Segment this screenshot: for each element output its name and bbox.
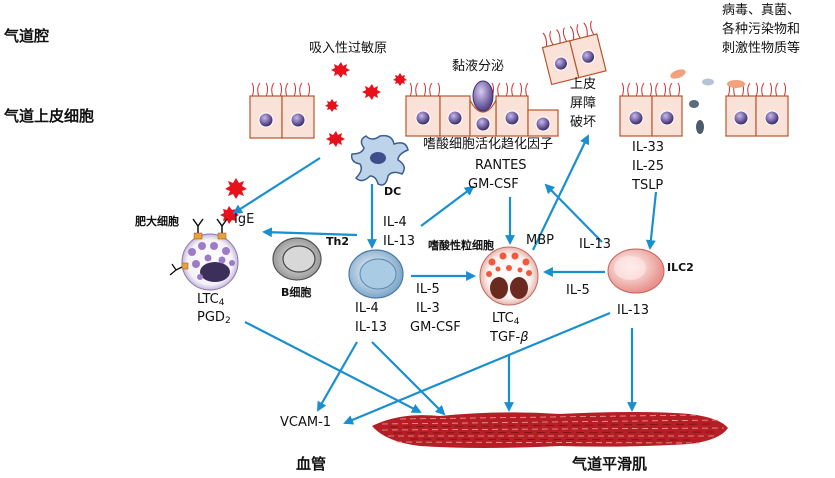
airway-lumen-label: 气道腔: [4, 27, 50, 45]
mast-cell: [169, 218, 239, 291]
tgf-beta-label: TGF-β: [490, 330, 529, 345]
arrow-il4-to-chemokines: [420, 185, 475, 227]
ilc2-cell: [607, 248, 665, 294]
th2-gm-csf: GM-CSF: [410, 320, 461, 335]
arrow-th2-to-muscle: [371, 341, 446, 416]
pollutant-particles: [670, 69, 745, 134]
triggers-line1: 病毒、真菌、: [722, 3, 801, 18]
th2-il13-above: IL-13: [383, 234, 416, 249]
epithelium-left: [249, 82, 315, 139]
ilc2-il13-up: IL-13: [579, 237, 612, 252]
il25-label: IL-25: [632, 159, 665, 174]
ilc2-il13-down: IL-13: [617, 303, 650, 318]
th2-il5: IL-5: [416, 282, 440, 297]
arrows: [232, 134, 658, 425]
eosinophil: [479, 246, 539, 306]
vcam1-label: VCAM-1: [280, 415, 332, 430]
arrow-th2-to-bcell: [262, 227, 358, 238]
ige-label: IgE: [234, 212, 255, 227]
barrier-label-line2: 屏障: [570, 96, 597, 111]
triggers-line3: 刺激性物质等: [722, 41, 801, 56]
th2-cell: [348, 249, 404, 299]
pgd2-label: PGD2: [197, 310, 231, 326]
ltc4-mast-label: LTC4: [197, 292, 225, 308]
vessel-label: 血管: [296, 455, 327, 473]
arrow-allergen-to-mast: [232, 157, 321, 215]
inhaled-allergen-label: 吸入性过敏原: [309, 41, 388, 56]
il33-label: IL-33: [632, 140, 665, 155]
epithelium-right: [619, 82, 683, 137]
barrier-label-line1: 上皮: [570, 77, 597, 92]
epithelium-far-right: [725, 82, 789, 137]
mucus-secretion-label: 黏液分泌: [452, 59, 505, 74]
smooth-muscle-label: 气道平滑肌: [572, 455, 648, 473]
ilc2-il5: IL-5: [566, 283, 590, 298]
airway-epithelium-label: 气道上皮细胞: [4, 107, 95, 125]
mbp-label: MBP: [526, 233, 554, 248]
barrier-label-line3: 破坏: [570, 115, 597, 130]
smooth-muscle: [372, 412, 728, 448]
ltc4-eos-label: LTC4: [492, 311, 520, 327]
gm-csf-label-top: GM-CSF: [468, 177, 519, 192]
th2-il4-above: IL-4: [383, 215, 407, 230]
tslp-label: TSLP: [632, 178, 664, 193]
arrow-th2-to-vcam: [317, 341, 358, 412]
arrow-mbp-to-barrier: [532, 134, 590, 251]
mast-cell-label: 肥大细胞: [135, 215, 179, 228]
ilc2-label: ILC2: [667, 261, 694, 274]
rantes-label: RANTES: [475, 158, 527, 173]
epithelium-middle: [405, 80, 559, 137]
b-cell-label: B细胞: [281, 286, 312, 299]
eosinophil-label: 嗜酸性粒细胞: [428, 239, 494, 252]
detached-epithelium: [541, 20, 607, 86]
arrow-ilc2-to-vcam: [343, 311, 611, 425]
b-cell: [272, 237, 322, 281]
arrow-il13-to-chemokines: [544, 183, 603, 243]
th2-label: Th2: [326, 235, 349, 248]
dendritic-cell: [350, 134, 409, 186]
th2-il13-below: IL-13: [355, 320, 388, 335]
arrow-cytokines-to-ilc2: [645, 191, 658, 250]
eos-chemokine-title: 嗜酸细胞活化趋化因子: [423, 137, 554, 152]
th2-il4-below: IL-4: [355, 301, 379, 316]
arrow-mast-to-muscle: [244, 321, 422, 413]
dc-label: DC: [384, 185, 402, 198]
triggers-line2: 各种污染物和: [722, 22, 801, 37]
th2-il3: IL-3: [416, 301, 440, 316]
